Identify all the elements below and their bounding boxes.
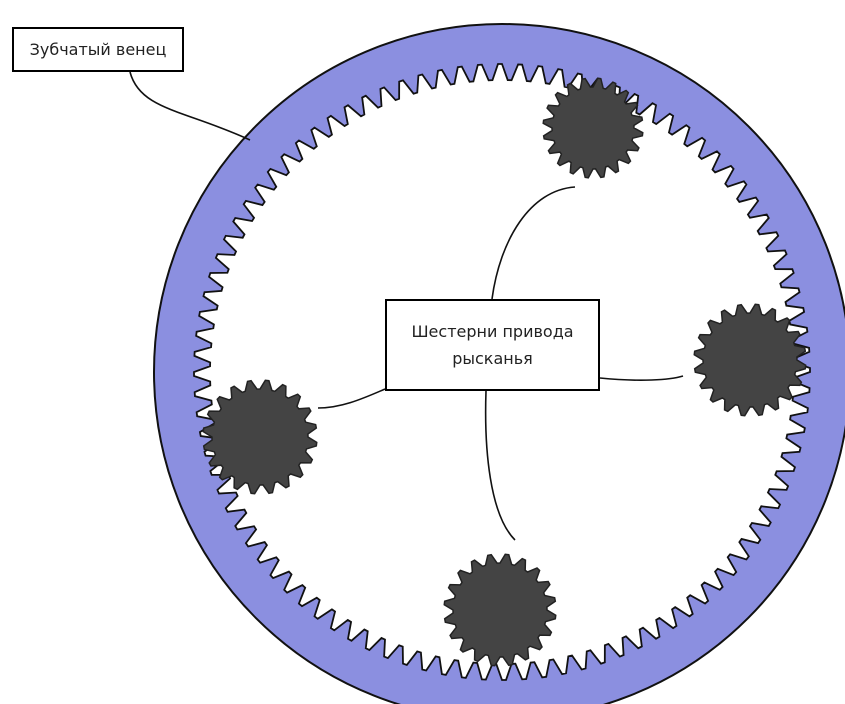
pinion-gear-bottom <box>443 553 557 667</box>
pinion-gear-top-right <box>542 77 644 179</box>
yaw-drive-pinions <box>202 77 807 667</box>
leader-lines <box>129 71 684 541</box>
leader-line-gear-bottom <box>484 390 516 541</box>
ring-gear-label-text: Зубчатый венец <box>29 40 167 59</box>
leader-line-ring-gear <box>129 71 251 141</box>
ring-gear-label: Зубчатый венец <box>12 27 184 72</box>
leader-line-gear-top-right <box>491 186 576 300</box>
leader-line-gear-right <box>599 375 684 381</box>
leader-line-gear-left <box>317 388 386 409</box>
pinion-gear-left <box>202 379 318 495</box>
yaw-drive-gears-label-text: Шестерни привода рысканья <box>411 321 574 368</box>
yaw-drive-gears-label: Шестерни привода рысканья <box>385 299 600 391</box>
pinion-gear-right <box>693 303 807 417</box>
